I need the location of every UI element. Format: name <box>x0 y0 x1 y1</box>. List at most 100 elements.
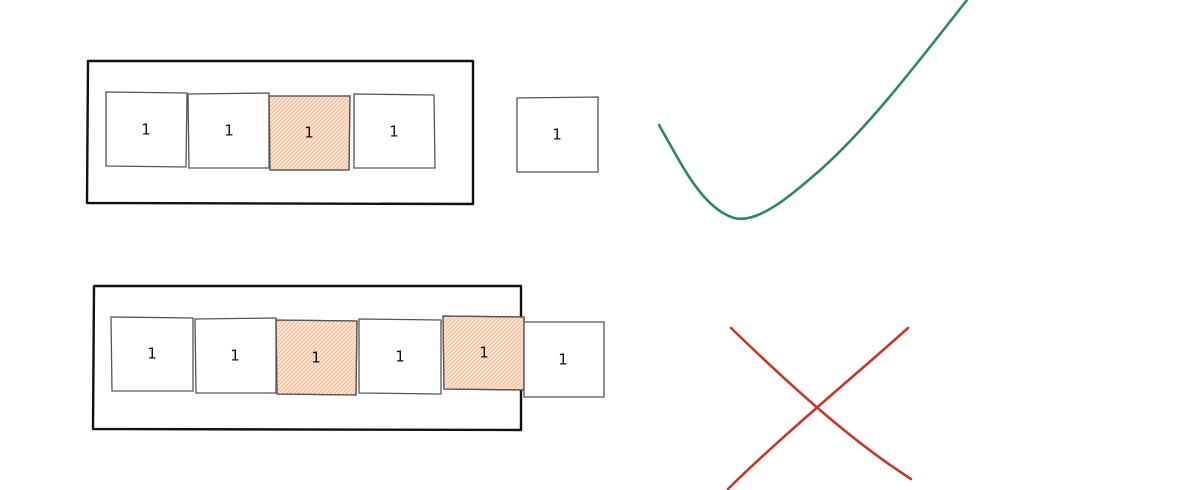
hatch-pattern <box>276 320 357 395</box>
cell-value: 1 <box>558 351 568 369</box>
hatch-line <box>276 320 293 337</box>
hatch-line <box>448 316 524 390</box>
bottom-cell-2: 1 <box>194 317 277 394</box>
hatch-line <box>278 98 350 170</box>
hatch-line <box>443 316 480 353</box>
hatch-line <box>443 316 460 333</box>
bottom-cell-4: 1 <box>358 318 442 395</box>
hatch-line <box>443 316 464 337</box>
hatch-line <box>269 96 338 165</box>
hatch-line <box>456 322 524 390</box>
hatch-line <box>269 96 302 129</box>
top-row-group: 1 1 1 1 1 <box>85 0 969 221</box>
hatch-line <box>336 374 357 395</box>
hatch-pattern <box>443 316 671 390</box>
hatch-line <box>292 330 357 395</box>
hatch-line <box>269 96 342 169</box>
hatch-line <box>492 358 524 390</box>
hatch-line <box>500 366 524 390</box>
top-outside-cell: 1 <box>516 96 599 173</box>
hatch-line <box>276 320 345 389</box>
hatch-line <box>318 138 350 170</box>
hatch-line <box>276 320 313 357</box>
check-mark-icon <box>657 0 969 221</box>
hatch-line <box>332 370 357 395</box>
hatch-line <box>472 338 524 390</box>
hatch-line <box>443 316 508 381</box>
hatch-line <box>276 320 297 341</box>
hatch-line <box>304 342 357 395</box>
hatch-line <box>316 354 357 395</box>
hatch-line <box>443 316 492 365</box>
cell-value: 1 <box>304 124 314 142</box>
hatch-line <box>269 96 286 113</box>
hatch-line <box>443 316 484 357</box>
hatch-line <box>443 316 476 349</box>
hatch-line <box>276 320 333 377</box>
hatch-line <box>330 150 350 170</box>
hatch-line <box>269 96 306 133</box>
hatch-line <box>269 96 314 141</box>
hatch-line <box>296 334 357 395</box>
hatch-line <box>480 346 524 390</box>
top-cell-3-highlighted: 1 <box>268 95 351 171</box>
hatch-line <box>270 96 346 170</box>
hatch-line <box>443 316 500 373</box>
hatch-line <box>276 320 301 345</box>
hatch-line <box>443 316 496 369</box>
hatch-line <box>443 316 468 341</box>
cross-mark-icon <box>726 326 913 490</box>
hatch-line <box>276 320 337 381</box>
hatch-line <box>508 374 524 390</box>
hatch-line <box>276 320 353 395</box>
hatch-pattern <box>269 96 350 170</box>
hatch-line <box>310 130 350 170</box>
cell-value: 1 <box>389 123 399 141</box>
hatch-line <box>280 320 357 395</box>
hatch-line <box>290 110 350 170</box>
hatch-line <box>312 350 357 395</box>
bottom-cell-6-overflow: 1 <box>523 321 605 398</box>
hatch-line <box>324 362 357 395</box>
hatch-line <box>276 320 329 373</box>
hatch-line <box>340 378 357 395</box>
bottom-cell-1: 1 <box>110 316 194 392</box>
hatch-line <box>326 146 350 170</box>
hatch-line <box>443 316 512 385</box>
hatch-line <box>284 322 357 395</box>
hatch-line <box>269 96 318 145</box>
hatch-line <box>306 126 350 170</box>
hatch-line <box>468 334 524 390</box>
hatch-line <box>298 118 350 170</box>
hatch-line <box>269 96 330 157</box>
hatch-line <box>460 326 524 390</box>
hatch-line <box>443 316 472 345</box>
hatch-line <box>452 318 524 390</box>
hatch-line <box>476 342 524 390</box>
hatch-line <box>286 106 350 170</box>
hatch-line <box>282 102 350 170</box>
hatch-line <box>443 316 504 377</box>
hatch-line <box>320 358 357 395</box>
hatch-line <box>269 96 290 117</box>
hatch-line <box>269 96 322 149</box>
hatch-line <box>274 96 350 170</box>
hatch-line <box>269 96 334 161</box>
top-window-frame <box>85 59 475 206</box>
hatch-line <box>597 316 671 390</box>
hatch-line <box>276 320 309 353</box>
hatch-line <box>269 96 326 153</box>
hatch-line <box>294 114 350 170</box>
cell-value: 1 <box>552 126 562 144</box>
cell-value: 1 <box>311 349 321 367</box>
hatch-line <box>288 326 357 395</box>
hatch-line <box>496 362 524 390</box>
hatch-line <box>334 154 350 170</box>
hatch-line <box>308 346 357 395</box>
hatch-line <box>269 96 298 125</box>
bottom-window-frame <box>91 284 523 432</box>
hatch-line <box>300 338 357 395</box>
top-cell-4: 1 <box>353 93 436 169</box>
cell-value: 1 <box>395 348 405 366</box>
